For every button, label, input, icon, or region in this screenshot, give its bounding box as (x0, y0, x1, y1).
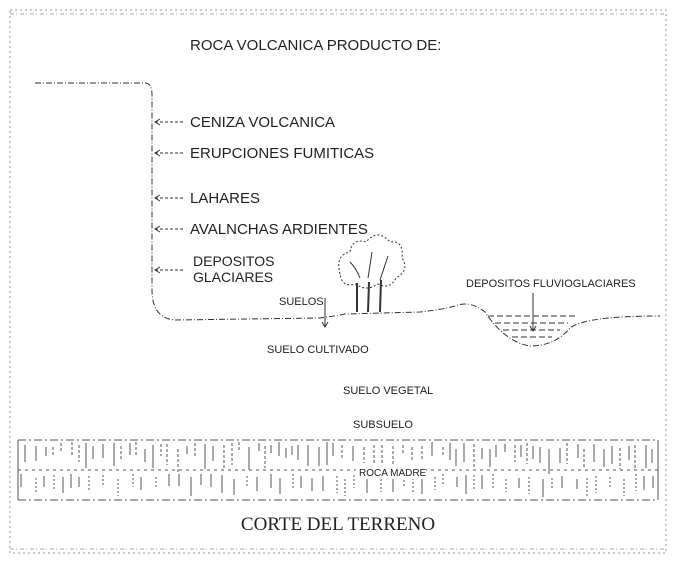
bedrock-hatch (17, 439, 659, 501)
label-suelo-vegetal: SUELO VEGETAL (343, 385, 433, 397)
glacial-label-line2: GLACIARES (193, 269, 273, 285)
source-erupciones: ERUPCIONES FUMITICAS (190, 145, 374, 162)
label-fluvioglaciares: DEPOSITOS FLUVIOGLACIARES (466, 278, 636, 290)
source-lahares: LAHARES (190, 190, 260, 207)
label-subsuelo: SUBSUELO (353, 419, 413, 431)
terrain-profile (35, 82, 661, 347)
glacial-label-line1: DEPOSITOS (193, 253, 274, 269)
label-suelos: SUELOS (279, 296, 324, 308)
source-ceniza: CENIZA VOLCANICA (190, 114, 335, 131)
tree-icon (338, 234, 406, 313)
water-lines (488, 315, 575, 338)
label-suelo-cultivado: SUELO CULTIVADO (267, 344, 369, 356)
diagram-title: ROCA VOLCANICA PRODUCTO DE: (190, 37, 441, 54)
source-arrows (154, 118, 184, 274)
diagram-caption: CORTE DEL TERRENO (241, 514, 435, 535)
label-roca-madre: ROCA MADRE (359, 468, 427, 479)
roca-madre-bg (356, 465, 426, 479)
page-border (9, 9, 667, 554)
source-avalanchas: AVALNCHAS ARDIENTES (190, 221, 368, 238)
